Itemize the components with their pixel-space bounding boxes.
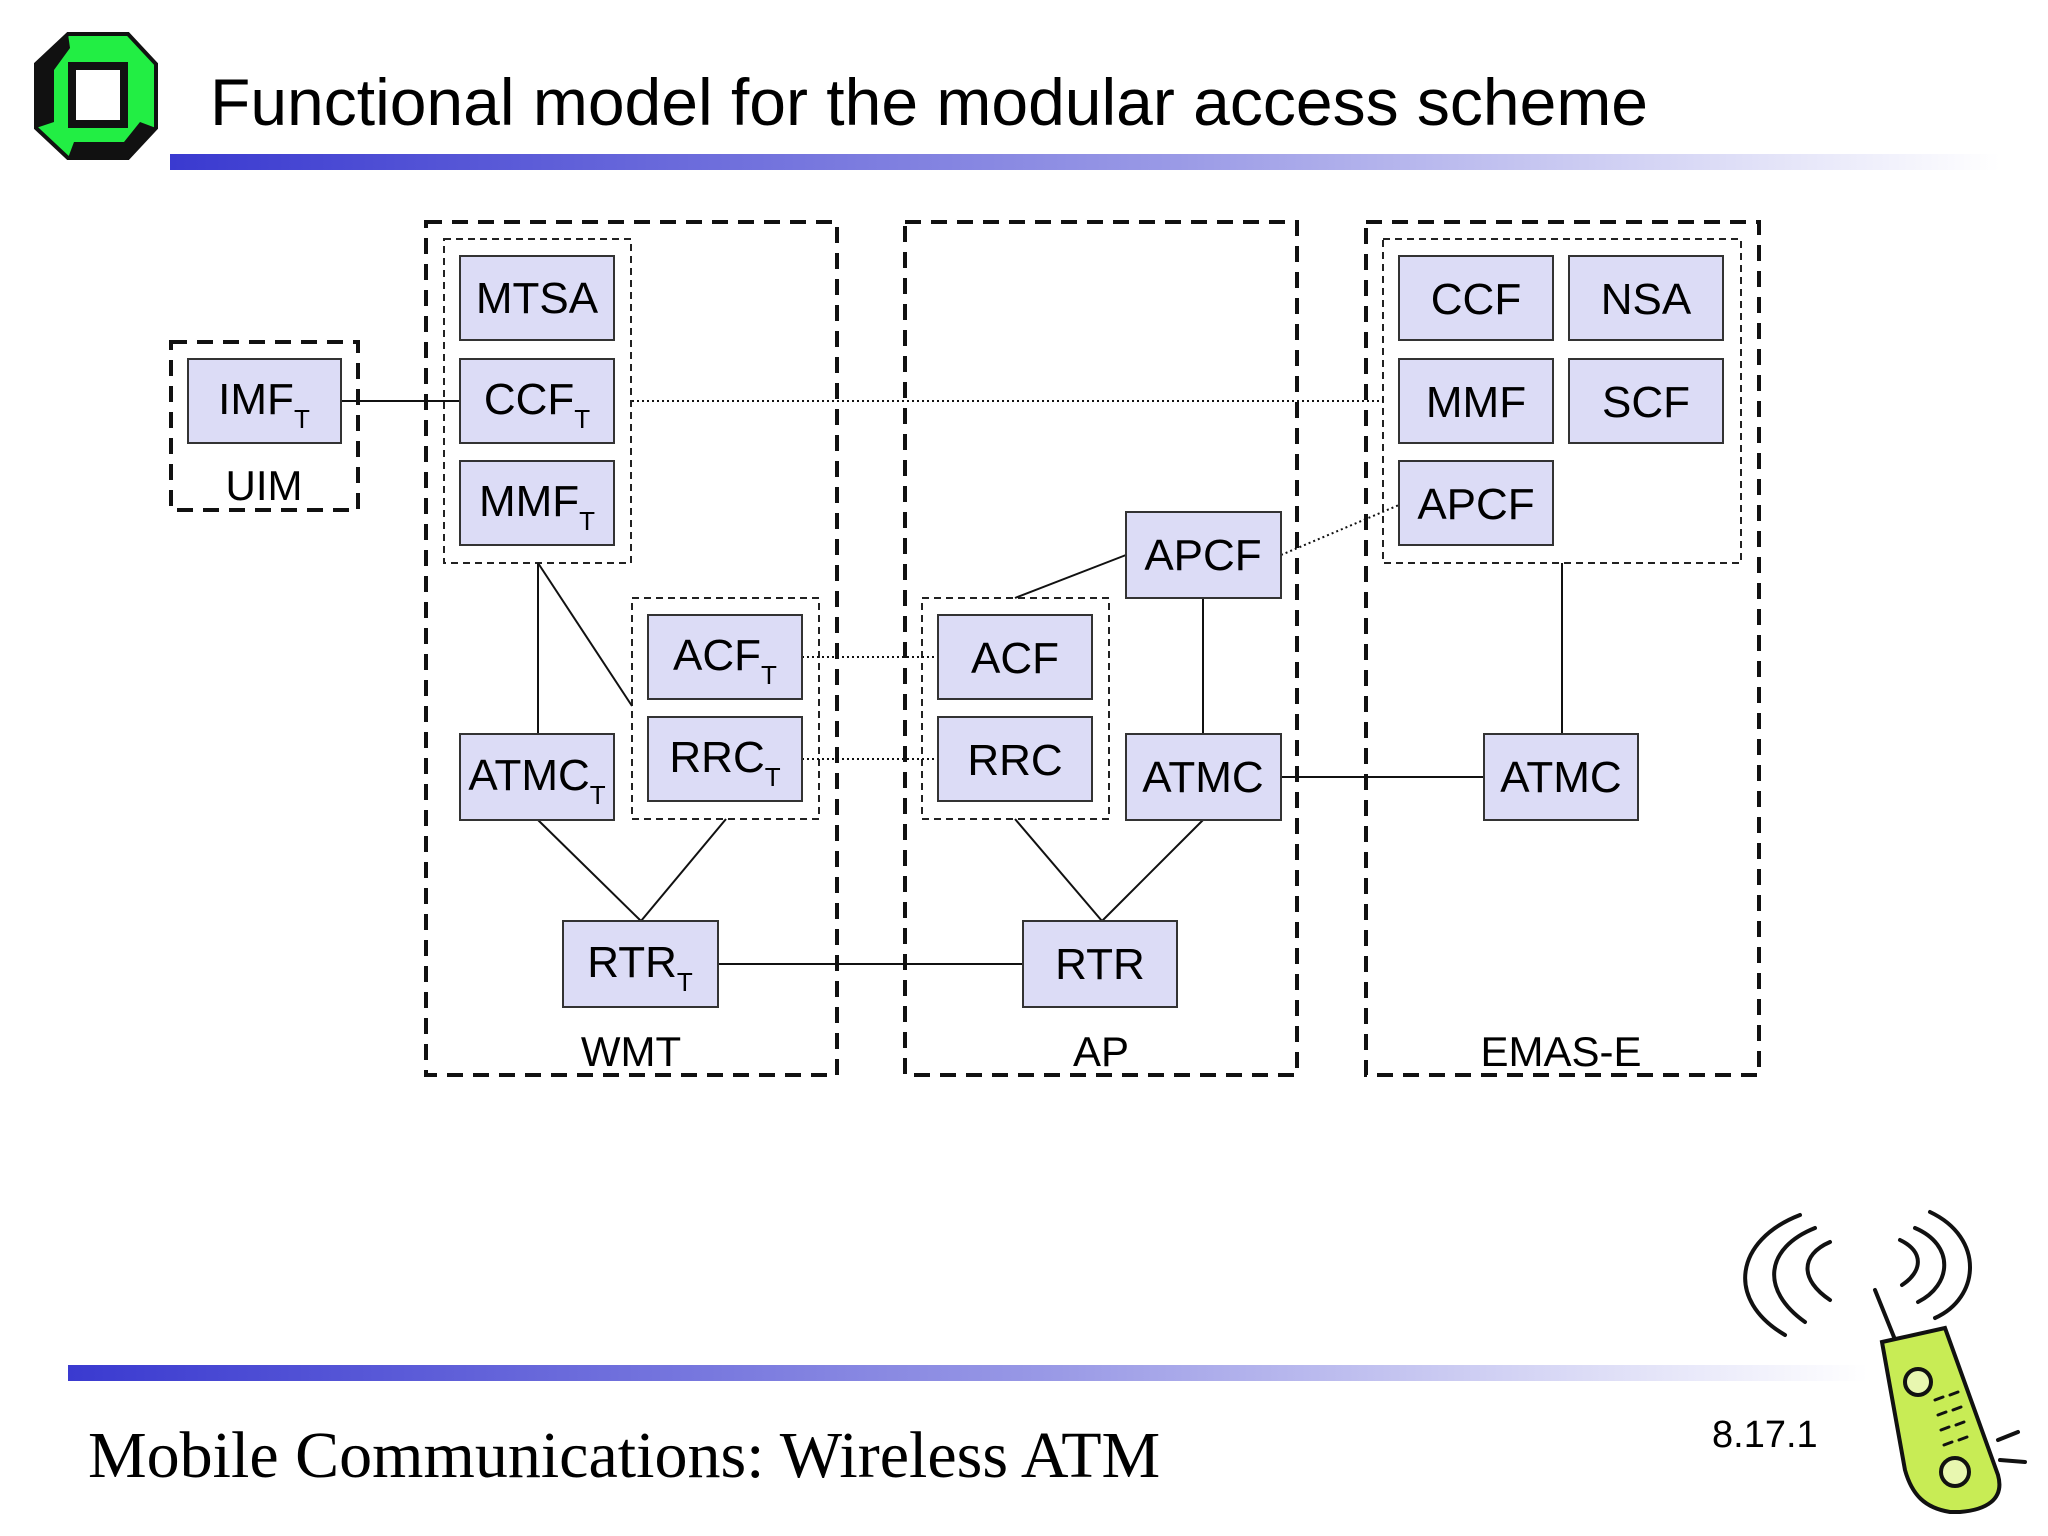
group-labels: UIM WMT AP EMAS-E: [226, 462, 1642, 1075]
node-acf-t: ACFT: [647, 614, 803, 700]
svg-text:ACF: ACF: [971, 634, 1059, 683]
uim-frame: [169, 340, 360, 512]
node-mmf: MMF: [1398, 358, 1554, 444]
wmt-frame: [424, 220, 839, 1077]
node-acf: ACF: [937, 614, 1093, 700]
node-apcf-e: APCF: [1398, 460, 1554, 546]
node-atmc-e: ATMC: [1483, 733, 1639, 821]
node-rtr: RTR: [1022, 920, 1178, 1008]
node-imf-t: IMFT: [187, 358, 342, 444]
node-boxes: IMFT MTSA CCFT MMFT ACFT RRCT ATMCT RTR: [187, 255, 1724, 1008]
node-rtr-t: RTRT: [562, 920, 719, 1008]
mobile-phone-clipart-icon: [1743, 1210, 2027, 1514]
svg-text:IMFT: IMFT: [218, 375, 310, 434]
svg-text:APCF: APCF: [1417, 480, 1534, 529]
node-scf: SCF: [1568, 358, 1724, 444]
svg-text:RTRT: RTRT: [587, 938, 693, 997]
header-bar: [170, 154, 2000, 170]
node-rrc: RRC: [937, 716, 1093, 802]
svg-text:ATMCT: ATMCT: [468, 751, 605, 810]
connector-atmc-rtr: [1101, 819, 1204, 922]
svg-text:ACFT: ACFT: [673, 631, 777, 690]
svg-text:RRCT: RRCT: [669, 733, 780, 792]
connector-mmft-rrct: [537, 562, 633, 707]
connector-radio-apcf: [1014, 554, 1127, 599]
group-label-emas-e: EMAS-E: [1480, 1028, 1641, 1075]
svg-text:NSA: NSA: [1601, 275, 1692, 324]
svg-text:MMF: MMF: [1426, 378, 1526, 427]
node-mtsa: MTSA: [459, 255, 615, 341]
group-frames: [169, 220, 1761, 1077]
node-mmf-t: MMFT: [459, 460, 615, 546]
svg-text:ATMC: ATMC: [1500, 753, 1621, 802]
footer-bar: [68, 1365, 1868, 1381]
group-label-wmt: WMT: [581, 1028, 681, 1075]
connector-atmct-rtrt: [537, 819, 642, 922]
svg-text:APCF: APCF: [1144, 531, 1261, 580]
node-ccf: CCF: [1398, 255, 1554, 341]
svg-text:CCF: CCF: [1431, 275, 1521, 324]
emas-e-frame: [1364, 220, 1761, 1077]
ap-frame: [903, 220, 1299, 1077]
group-label-ap: AP: [1073, 1028, 1129, 1075]
node-apcf-ap: APCF: [1125, 511, 1282, 599]
node-nsa: NSA: [1568, 255, 1724, 341]
svg-text:CCFT: CCFT: [484, 375, 590, 434]
node-atmc-t: ATMCT: [459, 733, 615, 821]
footer-title: Mobile Communications: Wireless ATM: [88, 1419, 1161, 1492]
dotted-apcf-apcf: [1280, 504, 1400, 556]
connector-radio-rtr: [1014, 818, 1103, 922]
svg-text:RRC: RRC: [967, 736, 1062, 785]
svg-text:RTR: RTR: [1055, 940, 1145, 989]
svg-text:SCF: SCF: [1602, 378, 1690, 427]
slide-number: 8.17.1: [1712, 1414, 1818, 1456]
svg-text:ATMC: ATMC: [1142, 753, 1263, 802]
slide-title: Functional model for the modular access …: [210, 65, 1649, 139]
connectors: [341, 400, 1563, 965]
node-rrc-t: RRCT: [647, 716, 803, 802]
dotted-connectors: [632, 400, 1400, 760]
svg-text:MMFT: MMFT: [479, 477, 595, 536]
university-logo-icon: [34, 32, 158, 160]
connector-rrct-rtrt: [640, 818, 727, 922]
group-label-uim: UIM: [226, 462, 303, 509]
node-atmc-ap: ATMC: [1125, 733, 1282, 821]
svg-text:MTSA: MTSA: [476, 274, 599, 323]
node-ccf-t: CCFT: [459, 358, 615, 444]
